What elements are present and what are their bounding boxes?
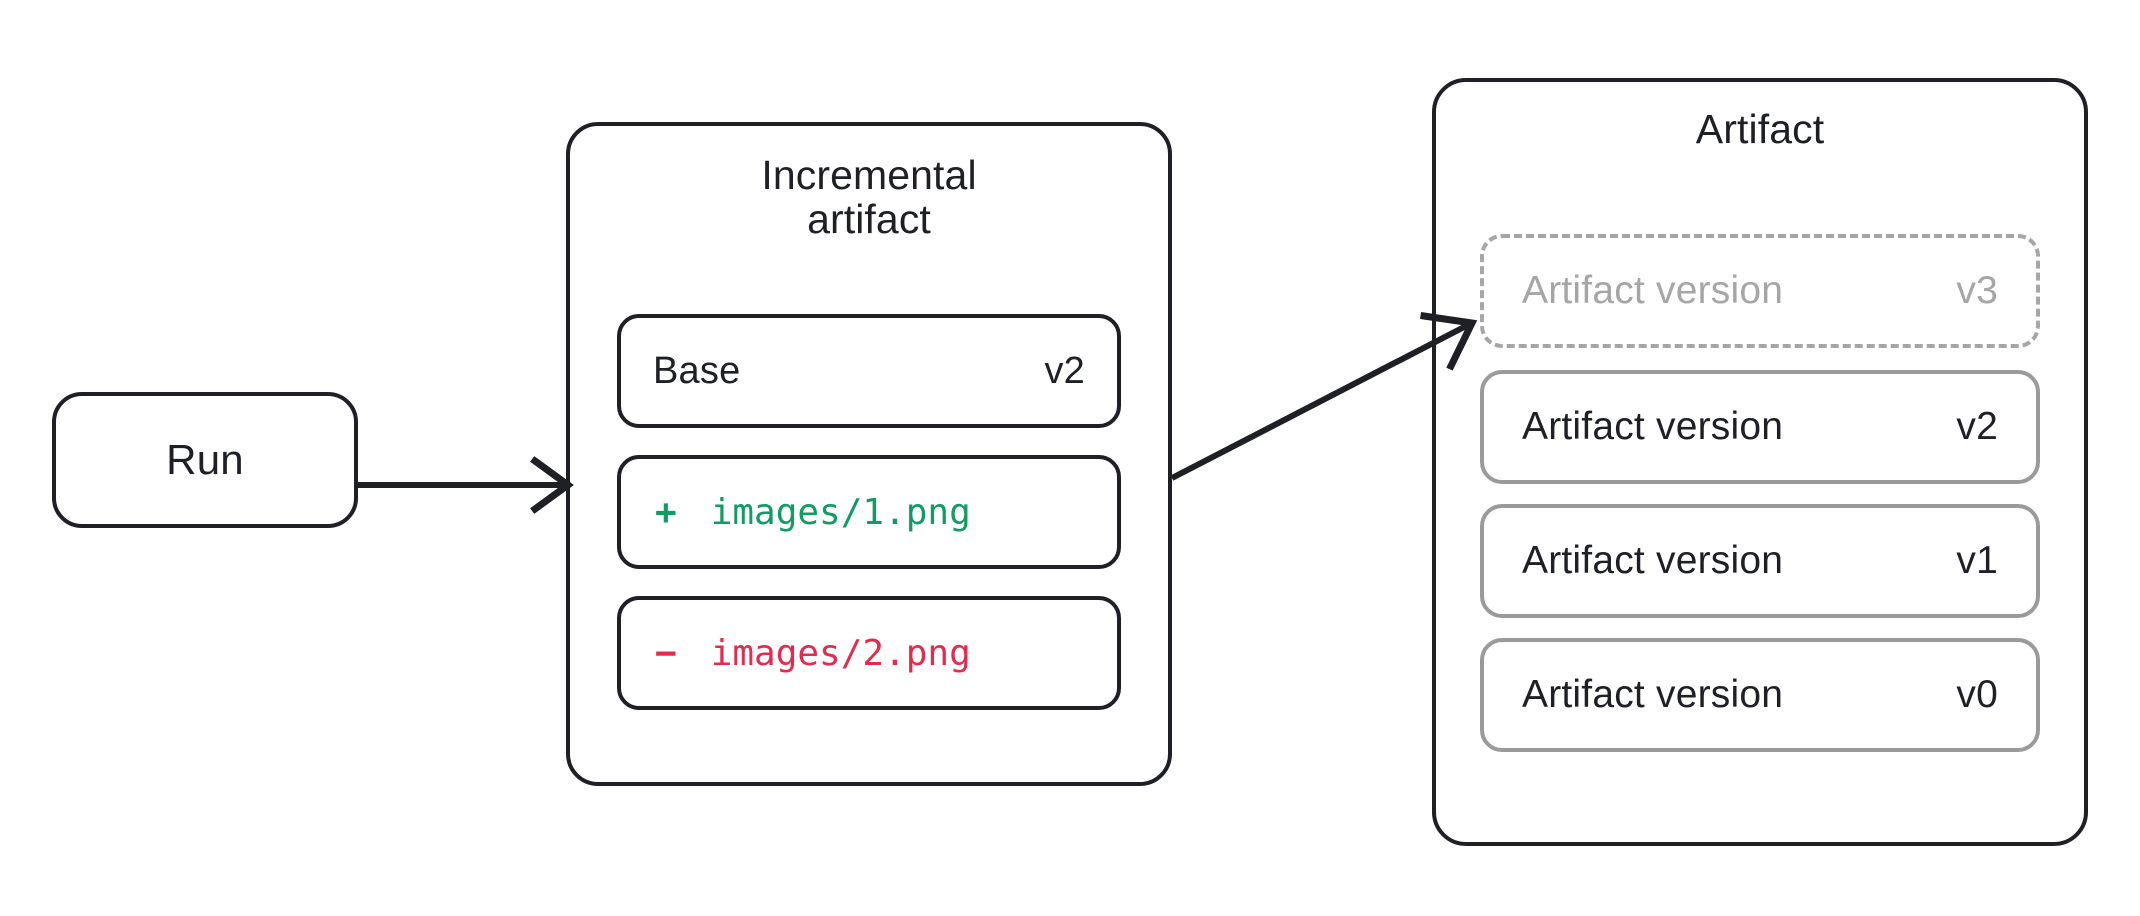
artifact-version-row-v1-name: Artifact version <box>1522 539 1784 582</box>
artifact-panel[interactable]: Artifact Artifact version v3 Artifact ve… <box>1432 78 2088 846</box>
incremental-artifact-title-line2: artifact <box>807 195 931 242</box>
incremental-added-file-row[interactable]: + images/1.png <box>617 455 1121 569</box>
incremental-added-file-path: images/1.png <box>710 491 971 533</box>
artifact-version-row-v0-version: v0 <box>1956 673 1998 716</box>
run-node[interactable]: Run <box>52 392 358 528</box>
incremental-artifact-title: Incremental artifact <box>570 152 1168 242</box>
plus-icon: + <box>655 491 677 533</box>
artifact-version-row-v2-version: v2 <box>1956 405 1998 448</box>
arrow-incremental-to-artifact <box>1170 312 1478 481</box>
arrow-run-to-incremental <box>358 456 574 514</box>
incremental-artifact-panel[interactable]: Incremental artifact Base v2 + images/1.… <box>566 122 1172 786</box>
artifact-version-row-v0[interactable]: Artifact version v0 <box>1480 638 2040 752</box>
incremental-base-row[interactable]: Base v2 <box>617 314 1121 428</box>
artifact-version-row-v2[interactable]: Artifact version v2 <box>1480 370 2040 484</box>
artifact-version-row-v3-version: v3 <box>1956 269 1998 312</box>
incremental-base-row-name: Base <box>653 349 741 392</box>
artifact-panel-title: Artifact <box>1695 106 1825 152</box>
incremental-base-row-version: v2 <box>1044 349 1085 392</box>
incremental-removed-file-path: images/2.png <box>710 632 971 674</box>
incremental-artifact-rows: Base v2 + images/1.png − images/2.png <box>570 314 1168 710</box>
incremental-removed-file-row[interactable]: − images/2.png <box>617 596 1121 710</box>
incremental-artifact-title-line1: Incremental <box>761 152 977 198</box>
artifact-version-list: Artifact version v3 Artifact version v2 … <box>1436 234 2084 772</box>
artifact-version-row-v1[interactable]: Artifact version v1 <box>1480 504 2040 618</box>
artifact-version-row-v1-version: v1 <box>1956 539 1998 582</box>
artifact-version-row-v3[interactable]: Artifact version v3 <box>1480 234 2040 348</box>
artifact-version-row-v3-name: Artifact version <box>1522 269 1784 312</box>
artifact-version-row-v0-name: Artifact version <box>1522 673 1784 716</box>
run-node-label: Run <box>166 436 244 483</box>
artifact-version-row-v2-name: Artifact version <box>1522 405 1784 448</box>
minus-icon: − <box>655 632 677 674</box>
